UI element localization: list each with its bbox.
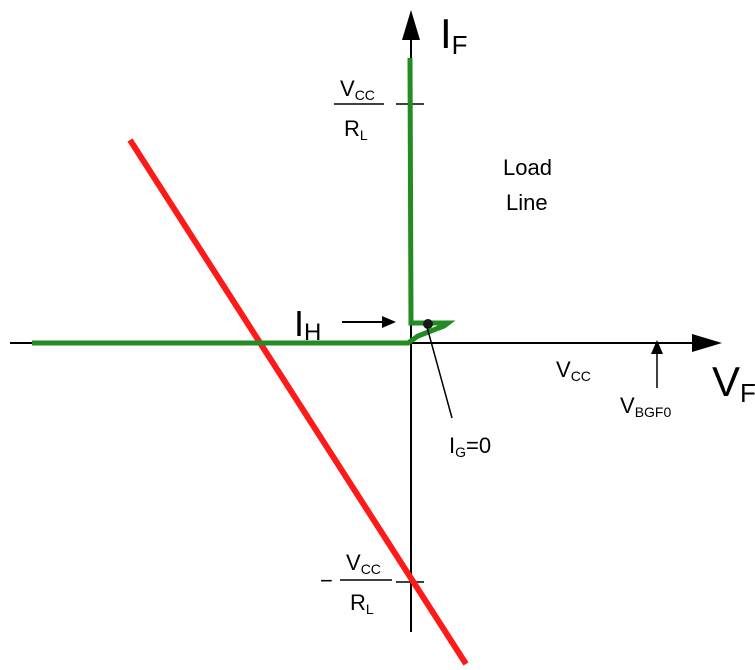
y-axis-label: IF [440,10,468,60]
holding-current-label: IH [294,303,321,346]
svg-text:RL: RL [344,116,368,143]
svg-text:RL: RL [350,590,374,617]
gate-current-label: IG=0 [449,433,491,460]
holding-current-arrow [342,316,396,328]
x-axis-label: VF [712,358,755,408]
breakover-voltage-label: VBGF0 [620,393,671,420]
load-line-label: Load Line [503,155,558,215]
vcc-label: VCC [556,357,591,384]
gate-current-leader [426,326,453,419]
load-line [127,138,469,666]
x-axis-arrowhead [692,334,722,352]
breakover-arrow [651,340,663,388]
svg-text:−: − [320,568,333,593]
y-axis-arrowhead [402,10,420,40]
svg-text:VCC: VCC [346,550,381,577]
bottom-fraction-label: − VCC RL [320,550,392,617]
device-characteristic-curve [32,57,456,346]
operating-point [423,319,433,329]
top-fraction-label: VCC RL [334,76,384,143]
svg-text:VCC: VCC [340,76,375,103]
